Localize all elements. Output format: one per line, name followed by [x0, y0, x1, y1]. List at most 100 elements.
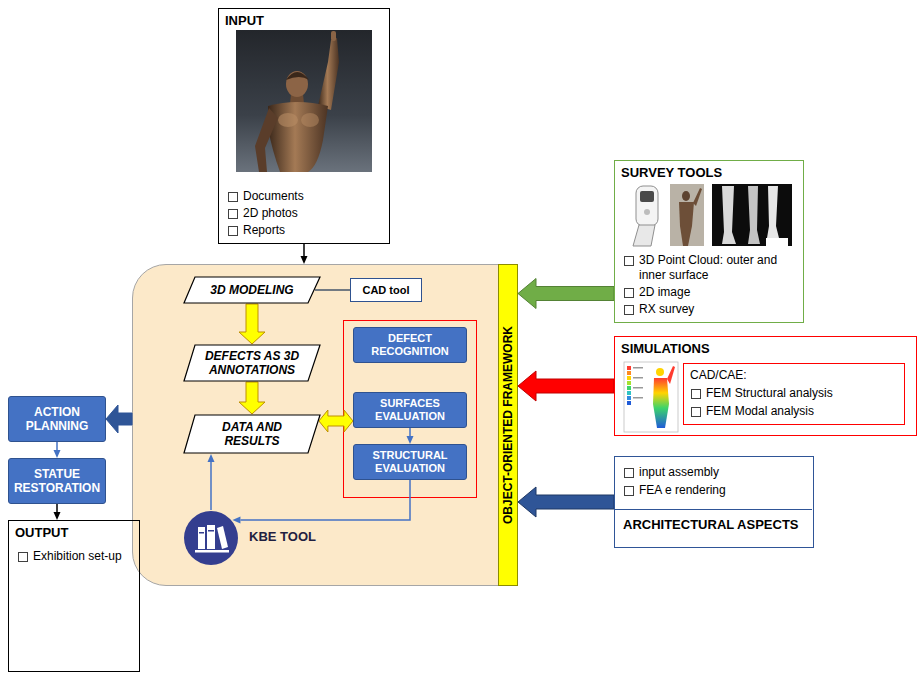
process-label: SURFACES EVALUATION	[358, 397, 462, 423]
action-box: STATUE RESTORATION	[8, 458, 106, 504]
book-symbol	[198, 527, 205, 549]
text-slot: Exhibition set-up	[33, 549, 137, 564]
process-parallelogram: DEFECTS AS 3D ANNOTATIONS	[183, 344, 321, 382]
connector-line	[409, 428, 411, 436]
arrow-head	[301, 256, 308, 264]
text-slot: CAD/CAE:	[690, 368, 890, 383]
block-connector	[518, 279, 614, 309]
book-symbol	[208, 530, 214, 532]
process-label: STRUCTURAL EVALUATION	[358, 449, 462, 475]
text-slot: SIMULATIONS	[621, 341, 771, 357]
output-panel: OUTPUT Exhibition set-up	[8, 520, 140, 672]
cae-box: CAD/CAE: FEM Structural analysisFEM Modal…	[683, 363, 905, 425]
xray-image	[712, 184, 792, 246]
panel-heading: INPUT	[225, 13, 375, 29]
panel-heading: SURVEY TOOLS	[621, 165, 791, 181]
connector-line	[210, 462, 212, 510]
text-slot: 2D photos	[243, 206, 383, 221]
action-label: STATUE RESTORATION	[13, 467, 101, 495]
shelf-symbol	[195, 550, 229, 553]
text-slot: Documents	[243, 189, 383, 204]
process-box: STRUCTURAL EVALUATION	[353, 444, 467, 480]
connector-line	[303, 244, 305, 256]
tool-label: CAD tool	[362, 284, 409, 297]
list-item: Documents	[243, 189, 383, 204]
text-slot: Reports	[243, 223, 383, 238]
block-arrow	[106, 405, 132, 433]
book-symbol	[217, 526, 228, 549]
parallelogram-shape	[184, 415, 320, 453]
action-box: ACTION PLANNING	[8, 396, 106, 442]
text-slot: INPUT	[225, 13, 375, 29]
process-label: DEFECT RECOGNITION	[358, 332, 462, 358]
statue-photo	[236, 30, 372, 172]
text-slot: KBE TOOL	[249, 529, 316, 545]
text-slot: 2D image	[639, 285, 797, 300]
text-slot: SURVEY TOOLS	[621, 165, 791, 181]
survey-panel: SURVEY TOOLS 3D Point Cloud: outer and in…	[614, 160, 804, 323]
panel-heading: ARCHITECTURAL ASPECTS	[623, 517, 807, 533]
list-item: RX survey	[639, 302, 797, 317]
kbe-icon	[183, 510, 239, 566]
list-item: Reports	[243, 223, 383, 238]
text-slot: input assembly	[639, 465, 809, 480]
architecture-panel: input assemblyFEA e renderingARCHITECTUR…	[614, 456, 814, 548]
kbe-tool-icon: KBE TOOL	[183, 510, 239, 566]
text-slot: FEM Modal analysis	[706, 404, 896, 419]
block-connector	[518, 371, 614, 401]
process-parallelogram: 3D MODELING	[183, 276, 321, 304]
framework-panel: OBJECT-ORIENTED FRAMEWORK 3D MODELING CAD …	[132, 264, 518, 586]
text-slot: FEM Structural analysis	[706, 386, 896, 401]
text-slot: ARCHITECTURAL ASPECTS	[623, 517, 807, 533]
process-box: SURFACES EVALUATION	[353, 392, 467, 428]
block-connector	[518, 487, 614, 517]
panel-heading: OUTPUT	[15, 525, 125, 541]
block-connector	[106, 405, 132, 433]
tool-box: CAD tool	[350, 278, 422, 302]
connector-line	[56, 442, 58, 450]
separator-line	[615, 509, 812, 510]
block-arrow	[518, 487, 614, 517]
list-item: FEM Structural analysis	[706, 386, 896, 401]
list-item: 2D image	[639, 285, 797, 300]
data-parallelogram: DATA AND RESULTS	[183, 414, 321, 454]
list-item: input assembly	[639, 465, 809, 480]
list-item: FEM Modal analysis	[706, 404, 896, 419]
arrow-head	[54, 512, 61, 520]
text-slot: RX survey	[639, 302, 797, 317]
arrow-head	[54, 450, 61, 458]
text-slot: OUTPUT	[15, 525, 125, 541]
process-label: DATA AND RESULTS	[199, 420, 305, 448]
action-label: ACTION PLANNING	[13, 405, 101, 433]
text-slot: OBJECT-ORIENTED FRAMEWORK	[498, 264, 518, 586]
statue-thumbnail	[670, 184, 704, 246]
icon-circle	[184, 511, 238, 565]
simulation-panel: SIMULATIONS CAD/CAE: FEM Structural analys…	[614, 336, 917, 436]
panel-heading: SIMULATIONS	[621, 341, 771, 357]
book-symbol	[207, 525, 215, 549]
connector-line	[56, 504, 58, 512]
parallelogram-shape	[184, 345, 320, 381]
tool-label: KBE TOOL	[249, 529, 316, 545]
connector	[301, 244, 308, 264]
process-label: 3D MODELING	[210, 283, 293, 297]
connector-line	[315, 289, 350, 291]
list-item: FEA e rendering	[639, 483, 809, 498]
framework-title: OBJECT-ORIENTED FRAMEWORK	[501, 326, 515, 524]
list-item: 3D Point Cloud: outer and inner surface	[639, 253, 797, 283]
list-heading: CAD/CAE:	[690, 368, 890, 383]
scanner-photo	[633, 186, 658, 246]
connector	[54, 442, 61, 458]
list-item: 2D photos	[243, 206, 383, 221]
text-slot: 3D Point Cloud: outer and inner surface	[639, 253, 797, 283]
list-item: Exhibition set-up	[33, 549, 137, 564]
block-arrow	[518, 279, 614, 309]
block-arrow	[518, 371, 614, 401]
process-label: DEFECTS AS 3D ANNOTATIONS	[199, 349, 305, 377]
book-symbol	[199, 532, 204, 534]
fem-result-image	[624, 362, 678, 432]
process-box: DEFECT RECOGNITION	[353, 327, 467, 363]
text-slot: FEA e rendering	[639, 483, 809, 498]
connector	[54, 504, 61, 520]
